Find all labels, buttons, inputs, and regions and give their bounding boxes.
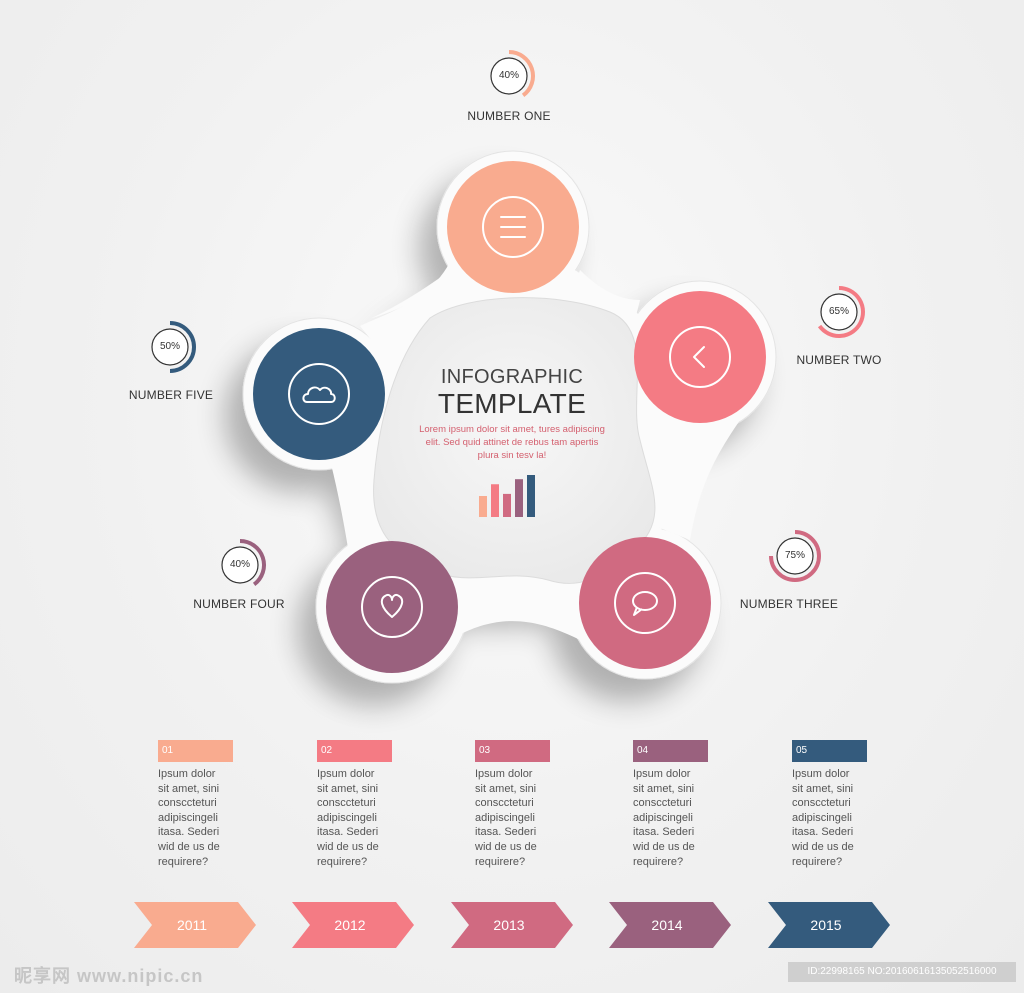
- percent-rings: [151, 50, 865, 587]
- mini-bar-2: [491, 484, 499, 517]
- column-text-line: adipiscingeli: [158, 811, 218, 824]
- column-text-line: Ipsum dolor: [317, 768, 375, 780]
- node-circle-4[interactable]: [326, 541, 458, 673]
- icon-rings: [288, 196, 731, 638]
- column-text-line: Ipsum dolor: [158, 768, 216, 780]
- column-text-line: requirere?: [633, 855, 684, 868]
- center-body-text: Lorem ipsum dolor sit amet, tures adipis…: [419, 424, 605, 461]
- heart-icon: [380, 593, 404, 618]
- timeline-year-2015[interactable]: 2015: [810, 917, 842, 933]
- column-tag-04: 04: [633, 740, 708, 762]
- column-text-line: wid de us de: [475, 840, 537, 853]
- timeline-year-2013[interactable]: 2013: [493, 917, 525, 933]
- column-text-line: Ipsum dolor: [792, 768, 850, 780]
- timeline-arrow-2014[interactable]: [609, 902, 731, 948]
- timeline: [134, 902, 890, 948]
- column-text-line: Ipsum dolor: [633, 768, 691, 780]
- cloud-icon: [302, 386, 336, 403]
- percent-ring-arc-4: [239, 539, 266, 587]
- timeline-arrow-2015[interactable]: [768, 902, 890, 948]
- center-title-line2: TEMPLATE: [437, 388, 587, 419]
- column-text-line: consccteturi: [633, 797, 692, 810]
- column-tag-02: 02: [317, 740, 392, 762]
- timeline-year-2011[interactable]: 2011: [176, 917, 208, 933]
- percent-ring-arc-3: [769, 530, 821, 582]
- column-text-line: sit amet, sini: [317, 782, 379, 795]
- percent-ring-arc-2: [817, 286, 865, 338]
- percent-ring-inner-2: [820, 293, 858, 331]
- timeline-year-2014[interactable]: 2014: [651, 917, 683, 933]
- percent-value-1: 40%: [498, 70, 519, 81]
- mini-bar-chart: [479, 475, 535, 517]
- column-text-line: sit amet, sini: [158, 782, 220, 795]
- column-text-line: sit amet, sini: [633, 782, 695, 795]
- menu-icon: [500, 216, 526, 238]
- column-text-line: itasa. Sederi: [317, 826, 379, 839]
- node-label-5: NUMBER FIVE: [128, 388, 214, 402]
- percent-value-4: 40%: [229, 559, 250, 570]
- node-label-4: NUMBER FOUR: [193, 597, 285, 611]
- column-tag-05: 05: [792, 740, 867, 762]
- column-text-line: requirere?: [158, 855, 209, 868]
- timeline-arrow-2012[interactable]: [292, 902, 414, 948]
- column-text-line: requirere?: [792, 855, 843, 868]
- column-text-line: sit amet, sini: [792, 782, 854, 795]
- column-text-line: itasa. Sederi: [158, 826, 220, 839]
- timeline-arrow-2011[interactable]: [134, 902, 256, 948]
- center-title-line1: INFOGRAPHIC: [440, 366, 584, 388]
- watermark-logo: 昵享网 www.nipic.cn: [14, 966, 204, 986]
- node-circle-2[interactable]: [634, 291, 766, 423]
- percent-ring-arc-5: [169, 321, 196, 373]
- percent-value-5: 50%: [159, 341, 180, 352]
- column-text-line: wid de us de: [317, 840, 379, 853]
- column-text-line: itasa. Sederi: [475, 826, 537, 839]
- mini-bar-5: [527, 475, 535, 517]
- column-text-line: consccteturi: [475, 797, 534, 810]
- node-label-2: NUMBER TWO: [796, 353, 882, 367]
- chevron-left-icon: [693, 346, 705, 368]
- column-text-line: consccteturi: [158, 797, 217, 810]
- column-tag-01: 01: [158, 740, 233, 762]
- watermark-id: ID:22998165 NO:20160616135052516000: [788, 962, 1016, 982]
- column-tag-03: 03: [475, 740, 550, 762]
- column-text-line: adipiscingeli: [475, 811, 535, 824]
- column-text-line: wid de us de: [792, 840, 854, 853]
- percent-ring-arc-1: [508, 50, 535, 98]
- node-label-3: NUMBER THREE: [739, 597, 839, 611]
- chat-bubble-icon: [632, 591, 658, 616]
- percent-value-3: 75%: [784, 550, 805, 561]
- node-circle-3[interactable]: [579, 537, 711, 669]
- node-circle-5[interactable]: [253, 328, 385, 460]
- column-text-line: itasa. Sederi: [633, 826, 695, 839]
- column-text-line: requirere?: [317, 855, 368, 868]
- column-text-line: wid de us de: [158, 840, 220, 853]
- percent-value-2: 65%: [828, 306, 849, 317]
- percent-ring-inner-1: [490, 57, 528, 95]
- column-text-line: adipiscingeli: [792, 811, 852, 824]
- percent-ring-inner-4: [221, 546, 259, 584]
- column-text-line: adipiscingeli: [633, 811, 693, 824]
- column-text-line: consccteturi: [792, 797, 851, 810]
- mini-bar-1: [479, 496, 487, 517]
- column-text-line: wid de us de: [633, 840, 695, 853]
- column-text-line: Ipsum dolor: [475, 768, 533, 780]
- mini-bar-3: [503, 493, 511, 517]
- column-text-line: adipiscingeli: [317, 811, 377, 824]
- percent-ring-inner-5: [151, 328, 189, 366]
- column-text-line: sit amet, sini: [475, 782, 537, 795]
- percent-ring-inner-3: [776, 537, 814, 575]
- mini-bar-4: [515, 479, 523, 517]
- column-text-line: consccteturi: [317, 797, 376, 810]
- timeline-arrow-2013[interactable]: [451, 902, 573, 948]
- column-text-line: itasa. Sederi: [792, 826, 854, 839]
- node-label-1: NUMBER ONE: [467, 109, 551, 123]
- column-text-line: requirere?: [475, 855, 526, 868]
- timeline-year-2012[interactable]: 2012: [334, 917, 366, 933]
